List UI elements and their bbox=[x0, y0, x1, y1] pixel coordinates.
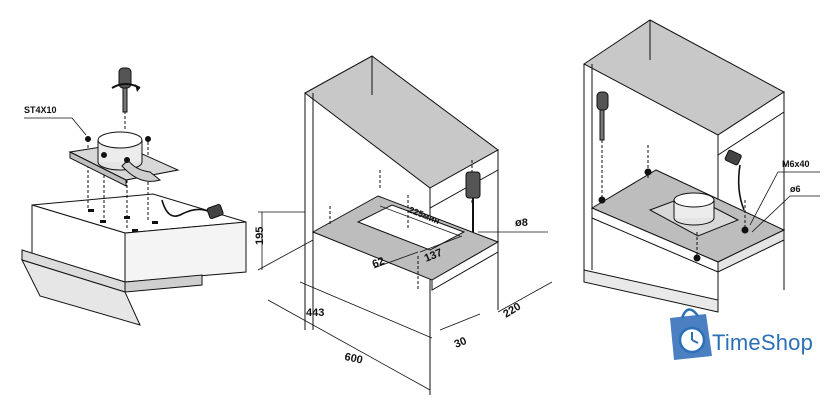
timeshop-logo-icon bbox=[670, 308, 712, 360]
edge-distance-label: 30 bbox=[453, 335, 469, 351]
hood-visor-side bbox=[124, 274, 203, 293]
mounting-plate-edge bbox=[69, 151, 127, 187]
bolt-leader-line bbox=[749, 171, 820, 226]
bolt-spec-label: M6x40 bbox=[782, 159, 810, 169]
outlet-collar-top bbox=[97, 131, 143, 149]
washer-spec-label: ø6 bbox=[790, 184, 801, 194]
right-outlet-collar bbox=[673, 192, 715, 208]
power-cord bbox=[161, 199, 211, 217]
depth-right-dimension-label: 220 bbox=[501, 301, 523, 321]
screws-left bbox=[85, 136, 151, 163]
cutout-offset-label: 62 bbox=[371, 255, 387, 271]
hole-diameter-label: ø8 bbox=[515, 217, 528, 229]
washer-leader-line bbox=[751, 195, 820, 233]
hood-visor-bottom bbox=[21, 259, 141, 326]
depth-left-dimension-label: 443 bbox=[306, 307, 324, 319]
right-screwdriver-icon bbox=[596, 91, 609, 141]
bottom-panel-front bbox=[431, 241, 499, 291]
hood-assembly bbox=[21, 67, 247, 326]
screwdriver-icon bbox=[111, 67, 141, 113]
screw-spec-label: ST4X10 bbox=[24, 105, 57, 115]
right-bottom-side bbox=[717, 229, 785, 273]
power-plug-icon bbox=[206, 203, 224, 219]
final-mounting bbox=[583, 19, 820, 313]
hood-side-face bbox=[124, 221, 247, 283]
logo-text: TimeShop bbox=[712, 330, 814, 355]
bolts-right bbox=[598, 168, 749, 262]
outlet-flap bbox=[121, 159, 162, 182]
cabinet-dimensions bbox=[257, 55, 553, 395]
screw-leader-line bbox=[24, 117, 87, 136]
dimension-lines bbox=[257, 205, 553, 391]
width-dimension-label: 600 bbox=[343, 351, 363, 367]
drill-icon bbox=[465, 171, 481, 232]
cutout-opening bbox=[356, 204, 466, 251]
right-power-plug-icon bbox=[724, 149, 742, 166]
right-lower-box bbox=[583, 269, 719, 313]
height-dimension-label: 195 bbox=[254, 227, 266, 245]
right-power-cord bbox=[737, 164, 745, 211]
